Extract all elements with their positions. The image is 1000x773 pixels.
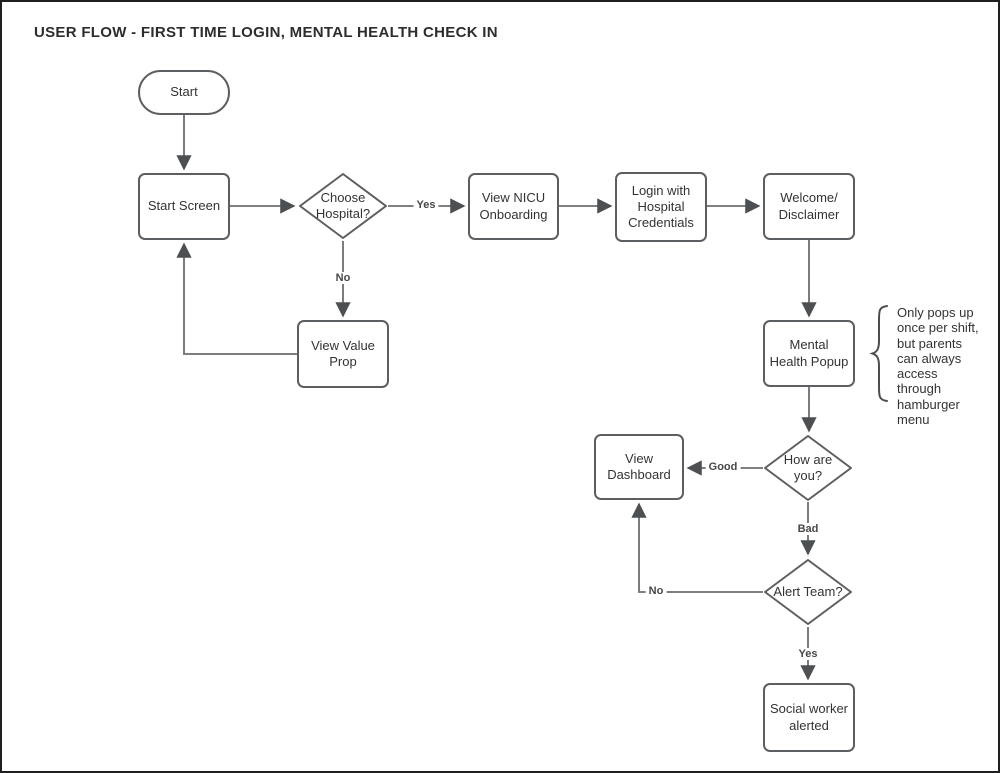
node-alert-team-label: Alert Team? bbox=[773, 583, 843, 599]
edge-label-no-2: No bbox=[645, 585, 667, 597]
edge-label-yes: Yes bbox=[413, 199, 439, 211]
node-start-screen: Start Screen bbox=[138, 173, 230, 240]
node-login-label: Login with Hospital Credentials bbox=[628, 182, 694, 231]
node-view-nicu-onboarding: View NICU Onboarding bbox=[468, 173, 559, 240]
node-view-value-prop: View Value Prop bbox=[297, 320, 389, 388]
node-view-dashboard: View Dashboard bbox=[594, 434, 684, 500]
diamond-shape bbox=[764, 435, 852, 501]
node-view-value-prop-label: View Value Prop bbox=[311, 337, 375, 369]
node-view-dashboard-label: View Dashboard bbox=[607, 450, 671, 482]
node-welcome-disclaimer: Welcome/ Disclaimer bbox=[763, 173, 855, 240]
node-login-with-hospital-credentials: Login with Hospital Credentials bbox=[615, 172, 707, 242]
node-how-are-you-label: How are you? bbox=[783, 451, 833, 483]
node-mental-health-popup: Mental Health Popup bbox=[763, 320, 855, 387]
edge-label-good: Good bbox=[705, 461, 741, 473]
node-mental-health-popup-label: Mental Health Popup bbox=[769, 337, 849, 369]
diagram-title: USER FLOW - FIRST TIME LOGIN, MENTAL HEA… bbox=[34, 24, 498, 41]
node-start-label: Start bbox=[170, 84, 198, 100]
node-alert-team: Alert Team? bbox=[763, 558, 853, 626]
node-start-screen-label: Start Screen bbox=[147, 198, 221, 214]
edge-label-bad: Bad bbox=[794, 523, 822, 535]
node-social-worker-alerted-label: Social worker alerted bbox=[769, 701, 849, 733]
node-choose-hospital: Choose Hospital? bbox=[298, 172, 388, 240]
note-curly-brace bbox=[869, 305, 888, 402]
node-welcome-disclaimer-label: Welcome/ Disclaimer bbox=[778, 190, 840, 222]
diamond-shape bbox=[299, 173, 387, 239]
node-view-nicu-onboarding-label: View NICU Onboarding bbox=[479, 190, 548, 222]
edge-view-value-prop-to-start-screen bbox=[176, 242, 297, 355]
node-start: Start bbox=[138, 70, 230, 115]
node-choose-hospital-label: Choose Hospital? bbox=[315, 189, 371, 221]
edge-label-yes-2: Yes bbox=[795, 648, 821, 660]
node-how-are-you: How are you? bbox=[763, 434, 853, 502]
edge-alert-team-no-to-view-dashboard bbox=[631, 502, 763, 593]
node-social-worker-alerted: Social worker alerted bbox=[763, 683, 855, 752]
edge-label-no: No bbox=[332, 272, 354, 284]
annotation-note: Only pops up once per shift, but parents… bbox=[897, 305, 979, 428]
diamond-shape bbox=[764, 559, 852, 625]
